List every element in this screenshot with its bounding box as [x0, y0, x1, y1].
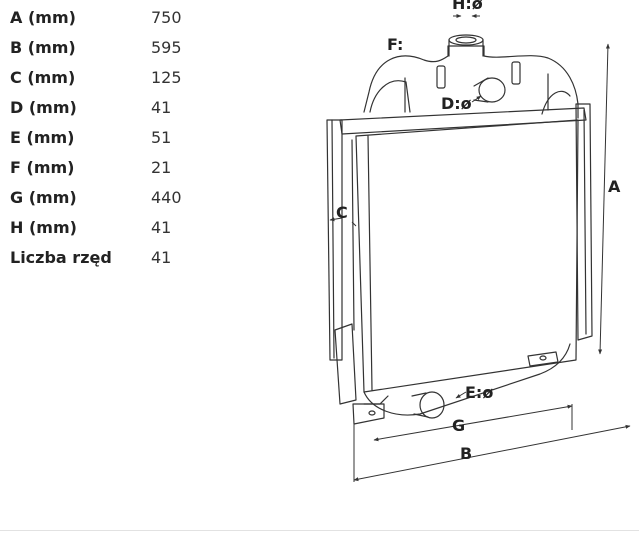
spec-row-d: D (mm) 41 — [10, 98, 210, 128]
spec-label: G (mm) — [10, 188, 77, 207]
dimension-label-e: E:ø — [465, 383, 493, 402]
spec-label: C (mm) — [10, 68, 76, 87]
spec-value: 41 — [151, 98, 172, 117]
radiator-outline — [326, 34, 593, 425]
dimension-line-g — [373, 404, 573, 442]
dimension-lines — [329, 14, 631, 482]
dimension-label-a: A — [608, 177, 621, 196]
dimension-line-c — [329, 217, 343, 222]
spec-value: 440 — [151, 188, 182, 207]
spec-label: A (mm) — [10, 8, 76, 27]
spec-value: 41 — [151, 218, 172, 237]
dimension-label-b: B — [460, 444, 472, 463]
spec-value: 51 — [151, 128, 172, 147]
spec-row-g: G (mm) 440 — [10, 188, 210, 218]
dimension-label-g: G — [452, 416, 465, 435]
spec-label: Liczba rzęd — [10, 248, 112, 267]
dimension-tick-c — [351, 221, 357, 227]
spec-row-e: E (mm) 51 — [10, 128, 210, 158]
dimension-line-b — [353, 424, 631, 482]
spec-row-b: B (mm) 595 — [10, 38, 210, 68]
spec-label: F (mm) — [10, 158, 75, 177]
dimension-label-f: F: — [387, 35, 403, 54]
spec-row-f: F (mm) 21 — [10, 158, 210, 188]
spec-label: B (mm) — [10, 38, 76, 57]
spec-value: 750 — [151, 8, 182, 27]
dimension-label-c: C — [336, 203, 348, 222]
spec-label: D (mm) — [10, 98, 77, 117]
spec-value: 595 — [151, 38, 182, 57]
bottom-divider — [0, 530, 639, 531]
spec-value: 125 — [151, 68, 182, 87]
dimension-line-a — [598, 43, 610, 355]
spec-row-h: H (mm) 41 — [10, 218, 210, 248]
dimension-line-e — [455, 391, 467, 399]
dimension-label-d: D:ø — [441, 94, 472, 113]
dimension-line-d — [471, 95, 482, 103]
spec-row-a: A (mm) 750 — [10, 8, 210, 38]
dimension-label-h: H:ø — [452, 0, 483, 13]
spec-value: 41 — [151, 248, 172, 267]
spec-label: E (mm) — [10, 128, 75, 147]
spec-value: 21 — [151, 158, 172, 177]
spec-row-c: C (mm) 125 — [10, 68, 210, 98]
spec-row-rows: Liczba rzęd 41 — [10, 248, 210, 278]
spec-label: H (mm) — [10, 218, 77, 237]
